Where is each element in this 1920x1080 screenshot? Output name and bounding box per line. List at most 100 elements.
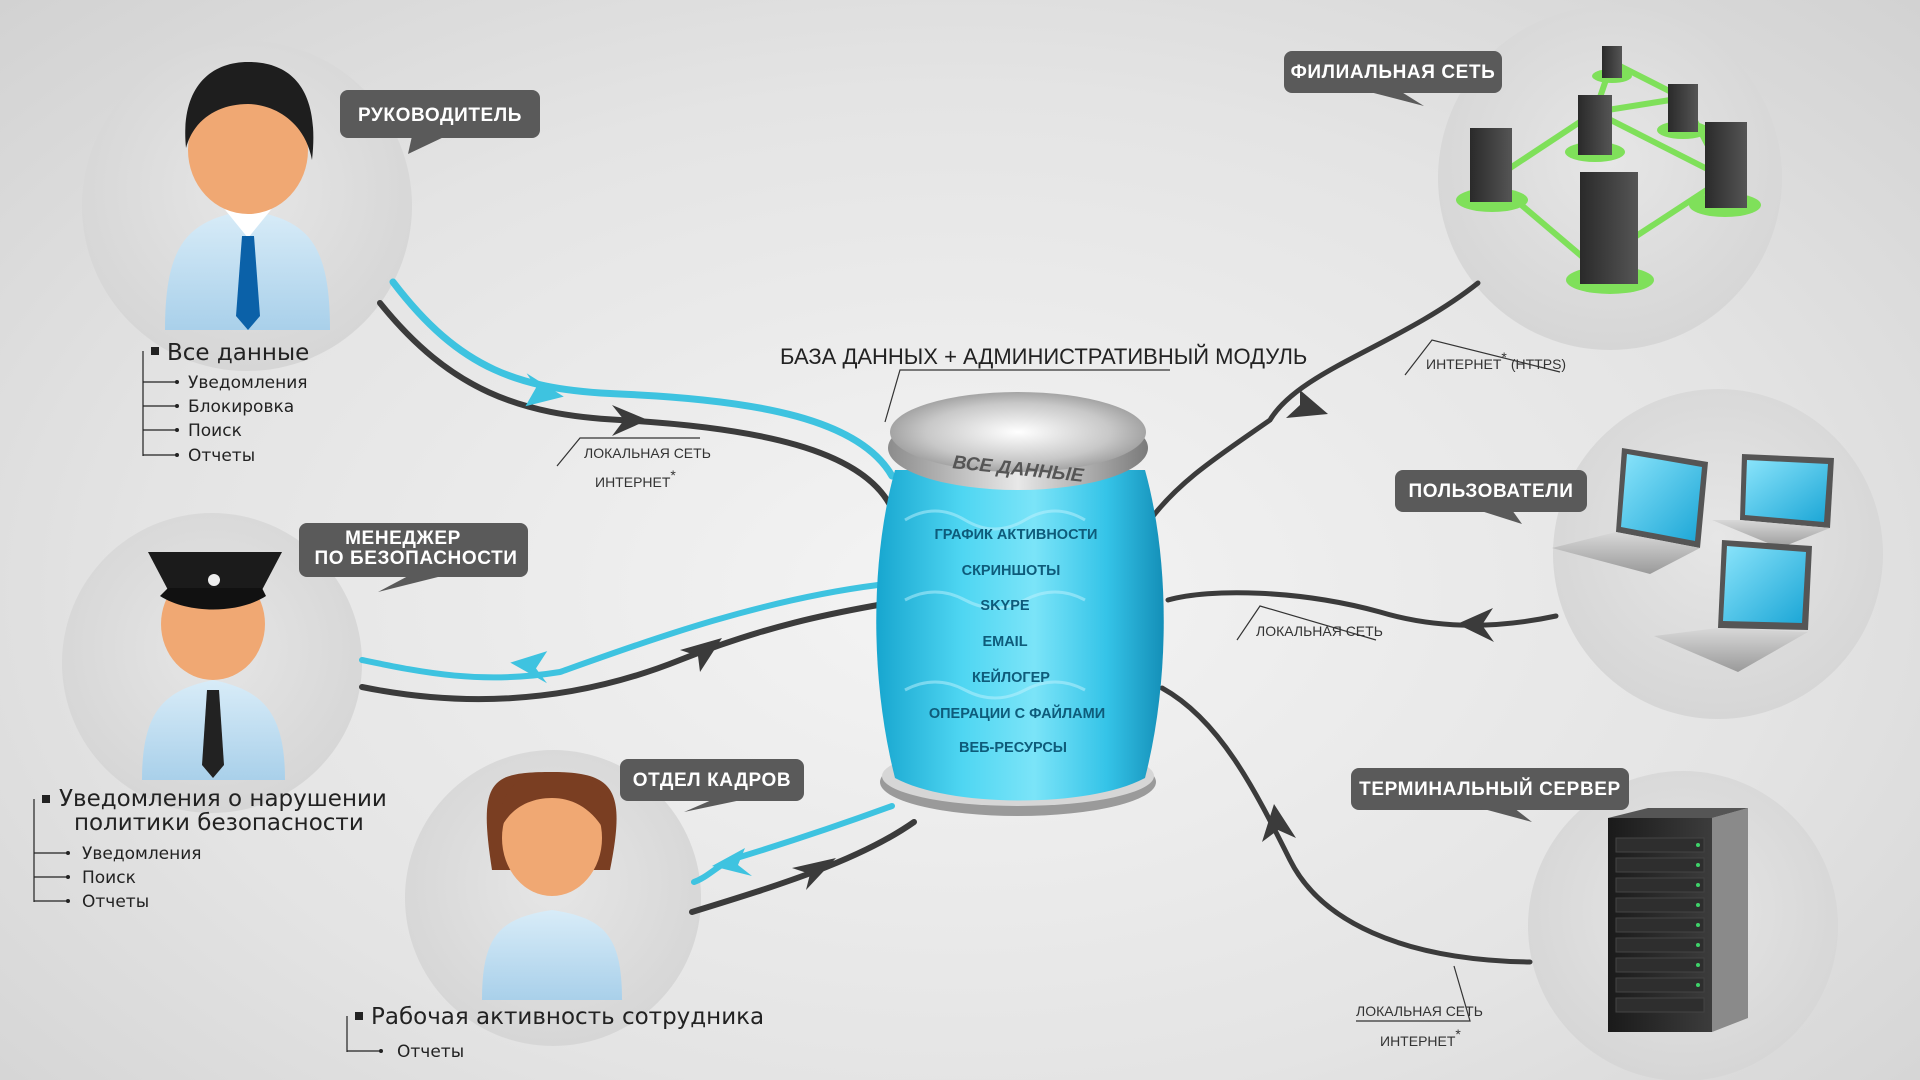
hr-shirt (482, 910, 622, 1000)
db-item: EMAIL (982, 634, 1027, 650)
tree-item: Уведомления (82, 844, 202, 864)
branch-network-icon (1456, 46, 1761, 294)
building-icon (1592, 46, 1632, 83)
users-incoming-line (1165, 590, 1559, 628)
tree-item: Уведомления (188, 373, 308, 393)
hr-bubble: ОТДЕЛ КАДРОВ (620, 759, 804, 812)
security-tie (202, 690, 224, 778)
director-label-line (556, 437, 700, 467)
director-figure (165, 62, 330, 330)
users-laptops-icon (1552, 448, 1834, 672)
security-bubble-line2: ПО БЕЗОПАСНОСТИ (314, 548, 517, 569)
server-status-leds (1696, 843, 1700, 987)
director-bubble: РУКОВОДИТЕЛЬ (340, 90, 540, 154)
tree-bullet (355, 1012, 363, 1020)
server-top (1608, 808, 1748, 818)
tree-bullet (42, 795, 50, 803)
users-bubble: ПОЛЬЗОВАТЕЛИ (1395, 470, 1587, 524)
db-item: ОПЕРАЦИИ С ФАЙЛАМИ (929, 704, 1105, 722)
db-item: СКРИНШОТЫ (962, 563, 1061, 579)
hr-tree-items: Отчеты (347, 1042, 464, 1062)
branch-bubble: ФИЛИАЛЬНАЯ СЕТЬ (1284, 51, 1502, 106)
security-bubble: МЕНЕДЖЕР ПО БЕЗОПАСНОСТИ (299, 523, 528, 592)
director-in-arrow (612, 405, 648, 436)
security-bubble-line1: МЕНЕДЖЕР (345, 528, 461, 549)
building-icon (1657, 84, 1709, 139)
branch-conn-line1: ИНТЕРНЕТ*(HTTPS) (1426, 349, 1566, 372)
terminal-bubble-text: ТЕРМИНАЛЬНЫЙ СЕРВЕР (1359, 778, 1621, 800)
security-tree: Уведомления о нарушении политики безопас… (33, 786, 387, 912)
branch-arrow (1286, 390, 1328, 418)
director-out-arrow (525, 373, 564, 407)
connection-labels: ЛОКАЛЬНАЯ СЕТЬ ИНТЕРНЕТ* ИНТЕРНЕТ*(HTTPS… (556, 339, 1566, 1049)
central-database: БАЗА ДАННЫХ + АДМИНИСТРАТИВНЫЙ МОДУЛЬ ВС… (780, 344, 1307, 816)
branch-bubble-text: ФИЛИАЛЬНАЯ СЕТЬ (1291, 62, 1496, 83)
laptop-icon (1654, 540, 1812, 672)
hr-in-arrow (792, 858, 836, 890)
security-tree-items: Уведомления Поиск Отчеты (34, 844, 202, 912)
director-tie (236, 236, 260, 330)
hr-bubble-text: ОТДЕЛ КАДРОВ (633, 770, 791, 791)
director-tree-items: Уведомления Блокировка Поиск Отчеты (143, 373, 308, 466)
arrowheads (510, 373, 1494, 890)
director-tree: Все данные Уведомления Блокировка Поиск … (142, 340, 309, 466)
security-cap-visor (160, 588, 266, 610)
tree-item: Отчеты (188, 446, 255, 466)
hr-outgoing-line (691, 803, 895, 885)
security-incoming-line (359, 602, 881, 703)
terminal-conn-line2: ИНТЕРНЕТ* (1380, 1026, 1461, 1049)
hr-face (502, 780, 602, 896)
building-icon (1456, 128, 1528, 212)
security-cap (148, 552, 282, 590)
tree-item: Отчеты (397, 1042, 464, 1062)
hr-tree-title: Рабочая активность сотрудника (371, 1004, 764, 1030)
db-lid-top (890, 392, 1146, 472)
central-title: БАЗА ДАННЫХ + АДМИНИСТРАТИВНЫЙ МОДУЛЬ (780, 344, 1307, 369)
db-ice-texture (904, 509, 1086, 700)
speech-bubbles: РУКОВОДИТЕЛЬ МЕНЕДЖЕР ПО БЕЗОПАСНОСТИ ОТ… (299, 51, 1629, 822)
branch-label-line (1404, 339, 1561, 376)
tree-bullet (151, 347, 159, 355)
db-item: ГРАФИК АКТИВНОСТИ (935, 527, 1098, 543)
hr-hair-top (499, 772, 605, 830)
terminal-server-icon (1608, 808, 1748, 1032)
tree-item: Отчеты (82, 892, 149, 912)
laptop-icon (1712, 454, 1834, 548)
terminal-conn-line1: ЛОКАЛЬНАЯ СЕТЬ (1356, 1003, 1483, 1019)
db-item: КЕЙЛОГЕР (972, 668, 1050, 686)
director-bubble-text: РУКОВОДИТЕЛЬ (358, 105, 522, 126)
terminal-bubble: ТЕРМИНАЛЬНЫЙ СЕРВЕР (1351, 768, 1629, 822)
hr-tree: Рабочая активность сотрудника Отчеты (346, 1004, 764, 1062)
director-conn-line1: ЛОКАЛЬНАЯ СЕТЬ (584, 445, 711, 461)
connection-lines (359, 278, 1559, 965)
db-item-list: ГРАФИК АКТИВНОСТИ СКРИНШОТЫ SKYPE EMAIL … (929, 527, 1105, 756)
security-cap-badge (208, 574, 220, 586)
db-item: SKYPE (980, 598, 1029, 614)
users-label-line (1236, 605, 1377, 641)
director-tree-title: Все данные (167, 340, 309, 366)
terminal-label-line (1356, 965, 1471, 1022)
security-out-arrow (510, 651, 548, 684)
users-arrow (1457, 608, 1494, 642)
laptop-icon (1552, 448, 1708, 574)
server-side (1712, 808, 1748, 1032)
building-icon (1566, 172, 1654, 294)
security-tree-title-line1: Уведомления о нарушении (59, 786, 387, 812)
security-tree-title-line2: политики безопасности (74, 810, 364, 836)
director-hair (185, 62, 314, 160)
hr-out-arrow (712, 848, 752, 876)
hr-circle (405, 750, 701, 1046)
branch-incoming-line (1147, 280, 1481, 523)
terminal-incoming-line (1159, 685, 1533, 965)
db-body (876, 470, 1164, 801)
director-conn-line2: ИНТЕРНЕТ* (595, 467, 676, 490)
building-icon (1689, 122, 1761, 217)
users-conn-line1: ЛОКАЛЬНАЯ СЕТЬ (1256, 623, 1383, 639)
director-collar (222, 206, 274, 238)
hr-figure (482, 772, 622, 1000)
security-figure (142, 552, 285, 780)
tree-item: Поиск (82, 868, 136, 888)
tree-item: Поиск (188, 421, 242, 441)
director-face (188, 86, 308, 214)
